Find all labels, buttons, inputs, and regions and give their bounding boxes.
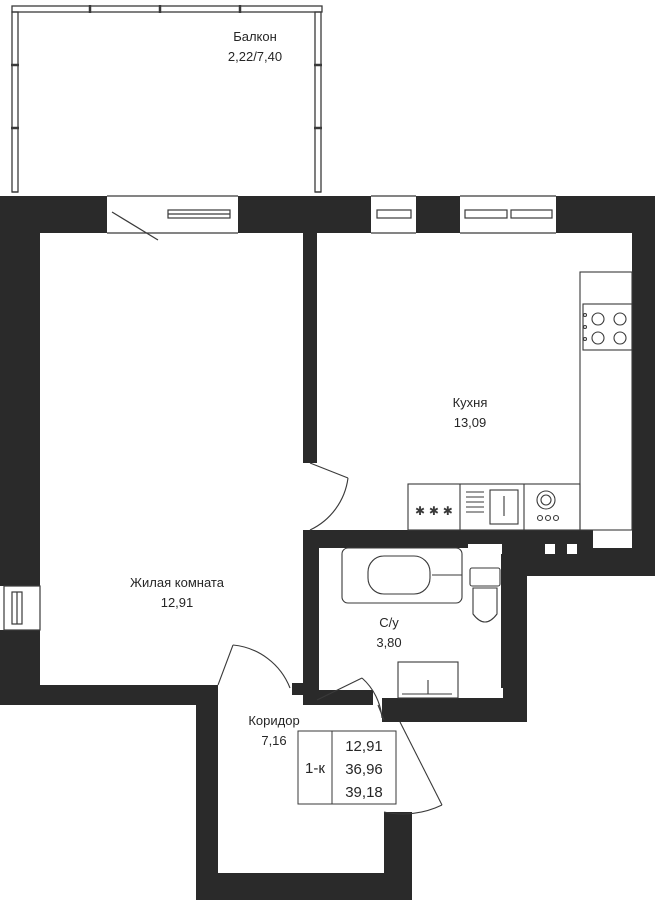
total-with-balcony-value: 39,18 [345, 784, 383, 801]
walls [0, 196, 655, 900]
total-area-value: 36,96 [345, 761, 383, 778]
apartment-type: 1-к [305, 760, 325, 777]
corridor-name: Коридор [248, 713, 299, 728]
balcony-railing [11, 5, 323, 193]
bathroom-name: С/у [379, 615, 399, 630]
balcony-name: Балкон [233, 29, 277, 44]
kitchen-area: 13,09 [454, 415, 487, 430]
corridor-area: 7,16 [261, 733, 286, 748]
wall-vents [468, 544, 577, 698]
living-room-area: 12,91 [161, 595, 194, 610]
windows [0, 195, 556, 631]
room-labels: Балкон 2,22/7,40 Кухня 13,09 Жилая комна… [130, 29, 487, 748]
living-room-name: Жилая комната [130, 575, 225, 590]
balcony-area: 2,22/7,40 [228, 49, 282, 64]
living-area-value: 12,91 [345, 738, 383, 755]
doors [217, 462, 443, 815]
bathroom-fixtures [341, 547, 501, 699]
kitchen-name: Кухня [453, 395, 488, 410]
bathroom-area: 3,80 [376, 635, 401, 650]
apartment-summary: 1-к 12,91 36,96 39,18 [297, 730, 397, 805]
svg-text:✱ ✱ ✱: ✱ ✱ ✱ [415, 504, 453, 518]
kitchen-fixtures: ✱ ✱ ✱ [407, 271, 633, 531]
